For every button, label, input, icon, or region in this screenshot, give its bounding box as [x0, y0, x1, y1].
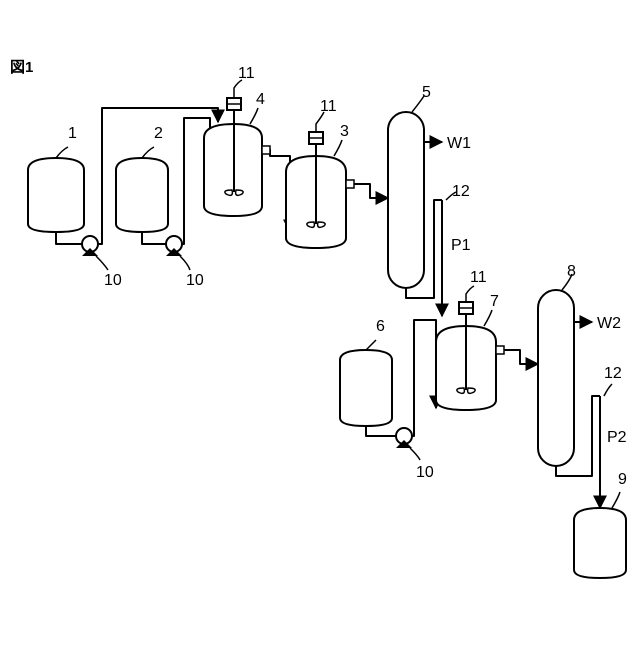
leader-pump-6	[410, 448, 420, 460]
column-5-label: 5	[422, 84, 431, 101]
tank-6-label: 6	[376, 318, 385, 335]
leader-9	[612, 492, 620, 508]
stirrer-7-label: 11	[470, 269, 487, 286]
pump-6	[396, 428, 412, 448]
line-12a-label: 12	[452, 183, 470, 200]
tank-2-label: 2	[154, 125, 163, 142]
leader-6	[366, 340, 376, 350]
nozzle-3	[346, 180, 354, 188]
pump-6-label: 10	[416, 464, 434, 481]
leader-7	[484, 310, 492, 326]
leader-stirrer-3	[316, 112, 324, 132]
reactor-7	[436, 312, 496, 410]
leader-12b	[604, 384, 612, 396]
transfer-line-7-8	[504, 350, 538, 364]
leader-4	[250, 108, 258, 124]
tank-9	[574, 508, 626, 578]
column-8-label: 8	[567, 263, 576, 280]
leader-1	[56, 147, 68, 158]
feed-line-6	[412, 320, 436, 436]
pump-1-label: 10	[104, 272, 122, 289]
tank2-outlet-line	[142, 232, 166, 244]
stirrer-4-label: 11	[238, 65, 255, 82]
leader-pump-1	[96, 256, 108, 270]
leader-stirrer-4	[234, 80, 242, 98]
nozzle-4	[262, 146, 270, 154]
leader-2	[142, 147, 154, 158]
tank-2	[116, 158, 168, 232]
reactor-3	[286, 142, 346, 248]
stirrer-3-label: 11	[320, 98, 337, 115]
reactor-4	[204, 108, 262, 216]
tank6-outlet-line	[366, 426, 396, 436]
figure-label: 図1	[10, 59, 33, 76]
reactor-7-label: 7	[490, 293, 499, 310]
stream-p1-label: P1	[451, 237, 471, 254]
tank-1-label: 1	[68, 125, 77, 142]
stream-p2-label: P2	[607, 429, 627, 446]
column-8	[538, 290, 574, 466]
tank-9-label: 9	[618, 471, 627, 488]
stirrer-motor-3	[309, 132, 323, 144]
line-12b-label: 12	[604, 365, 622, 382]
tank-6	[340, 350, 392, 426]
nozzle-7	[496, 346, 504, 354]
column-5	[388, 112, 424, 288]
reactor-3-label: 3	[340, 123, 349, 140]
pump-1	[82, 236, 98, 256]
stream-w2-label: W2	[597, 315, 621, 332]
leader-pump-2	[180, 256, 190, 270]
leader-3	[334, 140, 342, 156]
stream-w1-label: W1	[447, 135, 471, 152]
stirrer-motor-4	[227, 98, 241, 110]
pump-2-label: 10	[186, 272, 204, 289]
transfer-line-3-5	[354, 184, 388, 198]
reactor-4-label: 4	[256, 91, 265, 108]
pump-2	[166, 236, 182, 256]
tank-1	[28, 158, 84, 232]
tank1-outlet-line	[56, 232, 82, 244]
stirrer-motor-7	[459, 302, 473, 314]
leader-stirrer-7	[466, 286, 474, 302]
